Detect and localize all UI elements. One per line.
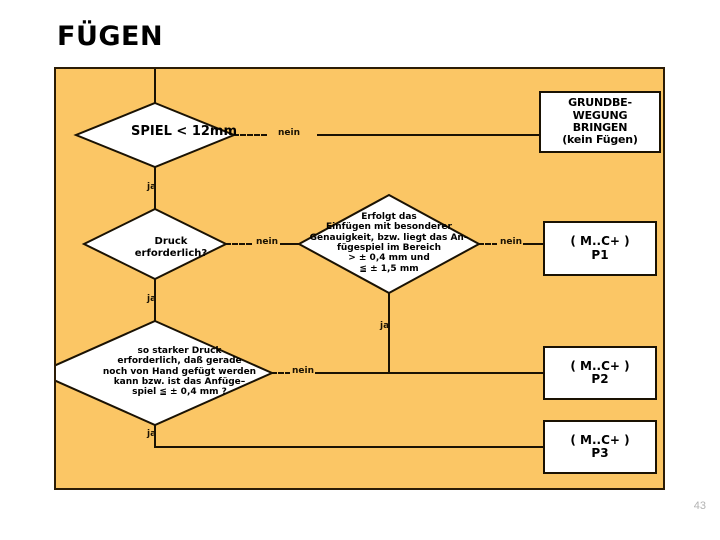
edge-label-d2-ja: ja xyxy=(147,294,157,304)
edge-label-d3-ja: ja xyxy=(380,321,390,331)
node-grundbewegung-line4: (kein Fügen) xyxy=(562,133,638,147)
decision-erfolgt-shape xyxy=(296,193,482,295)
page-number: 43 xyxy=(693,500,706,512)
decision-spiel-shape xyxy=(73,101,237,169)
flowchart-connectors xyxy=(56,69,544,448)
edge-label-d1-ja: ja xyxy=(147,182,157,192)
node-p3-line1: ( M..C+ ) xyxy=(570,432,630,447)
node-grundbewegung-line2: WEGUNG xyxy=(572,108,628,122)
node-p1-line1: ( M..C+ ) xyxy=(570,234,630,249)
node-p2: ( M..C+ ) P2 xyxy=(543,346,657,400)
page-title: FÜGEN xyxy=(57,21,164,52)
node-p1: ( M..C+ ) P1 xyxy=(543,221,657,276)
node-grundbewegung-bringen: GRUNDBE- WEGUNG BRINGEN (kein Fügen) xyxy=(539,91,661,153)
node-p1-line2: P1 xyxy=(591,247,609,262)
edge-label-d4-nein: nein xyxy=(292,366,315,376)
decision-starker-shape xyxy=(56,319,275,427)
edge-label-d2-nein: nein xyxy=(256,237,279,247)
flowchart-panel: SPIEL < 12mm Druck erforderlich? Erfolgt… xyxy=(54,67,665,490)
node-p2-line1: ( M..C+ ) xyxy=(570,358,630,373)
edge-label-d3-nein: nein xyxy=(500,237,523,247)
edge-label-d1-nein: nein xyxy=(278,128,301,138)
node-grundbewegung-line1: GRUNDBE- xyxy=(568,96,632,110)
node-grundbewegung-line3: BRINGEN xyxy=(572,121,628,134)
node-p3-line2: P3 xyxy=(591,446,609,460)
node-p3: ( M..C+ ) P3 xyxy=(543,420,657,474)
edge-label-d4-ja: ja xyxy=(147,429,157,439)
decision-druck-shape xyxy=(81,207,229,281)
node-p2-line2: P2 xyxy=(591,372,609,386)
